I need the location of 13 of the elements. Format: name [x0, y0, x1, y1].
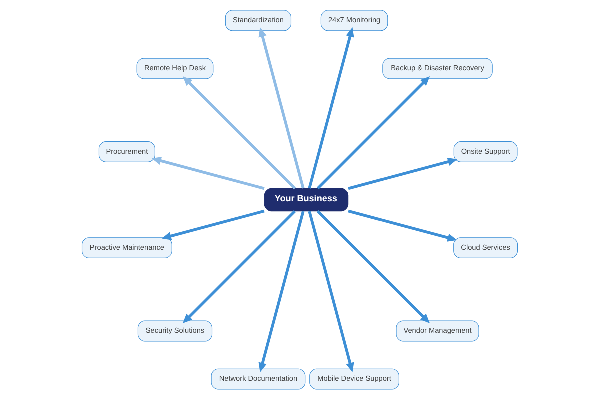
arrow: [308, 28, 354, 189]
arrow: [316, 76, 430, 190]
arrow: [182, 76, 296, 190]
node-box: Your Business: [264, 188, 349, 212]
arrow: [316, 210, 430, 324]
arrow: [182, 210, 296, 324]
arrow: [152, 157, 265, 190]
arrow: [258, 211, 305, 372]
arrow: [348, 158, 458, 190]
arrow: [348, 210, 458, 242]
arrow: [162, 210, 265, 240]
arrow: [308, 211, 354, 372]
arrow: [258, 28, 305, 189]
